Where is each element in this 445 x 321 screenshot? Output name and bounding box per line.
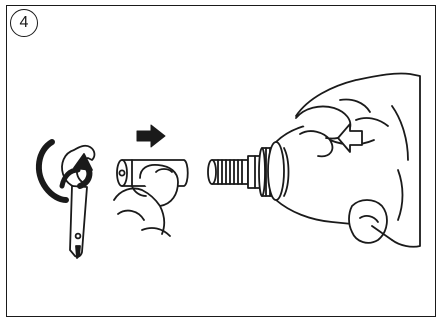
cap-in-fingers <box>114 160 188 236</box>
push-arrow-icon <box>137 125 165 147</box>
hand-holding-body <box>268 73 420 246</box>
threaded-shaft <box>208 148 276 196</box>
